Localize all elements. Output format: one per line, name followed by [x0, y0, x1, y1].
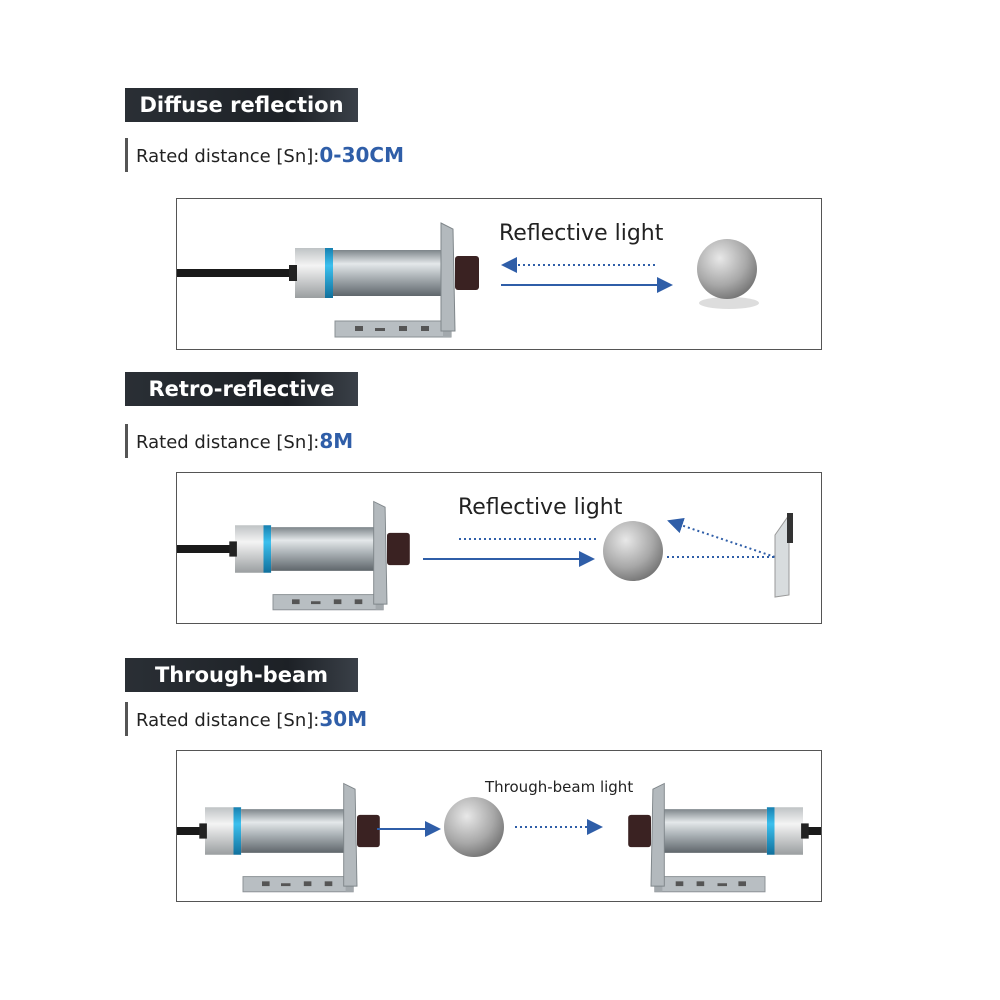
receiver-sensor-icon [627, 783, 810, 893]
cable-icon [803, 827, 821, 835]
retro-illustration [177, 501, 793, 611]
rated-label: Rated distance [Sn]: [136, 146, 320, 167]
emitter-sensor-icon [198, 783, 381, 893]
target-ball-icon [697, 239, 757, 299]
cable-icon [177, 545, 233, 553]
rated-value: 8M [319, 429, 354, 453]
target-ball-icon [444, 797, 504, 857]
section-title-diffuse: Diffuse reflection [125, 88, 358, 122]
retro-diagram: Reflective light [176, 472, 822, 624]
rated-label: Rated distance [Sn]: [136, 432, 320, 453]
rated-distance-through-beam: Rated distance [Sn]:30M [125, 702, 367, 736]
rated-value: 30M [319, 707, 368, 731]
section-title-through-beam: Through-beam [125, 658, 358, 692]
diagram-label: Through-beam light [485, 778, 634, 796]
rated-distance-retro: Rated distance [Sn]:8M [125, 424, 353, 458]
through-beam-illustration [177, 783, 821, 893]
diffuse-diagram: Reflective light [176, 198, 822, 350]
cable-icon [177, 269, 293, 277]
cable-icon [177, 827, 203, 835]
reflect-light-arrow [667, 517, 776, 558]
diagram-label: Reflective light [458, 495, 623, 520]
rated-value: 0-30CM [319, 143, 404, 167]
diagram-label: Reflective light [499, 221, 664, 246]
target-ball-icon [603, 521, 663, 581]
sensor-icon [228, 501, 411, 611]
rated-distance-diffuse: Rated distance [Sn]:0-30CM [125, 138, 404, 172]
sensor-icon [288, 222, 480, 338]
rated-label: Rated distance [Sn]: [136, 710, 320, 731]
through-beam-diagram: Through-beam light [176, 750, 822, 902]
reflector-icon [774, 513, 790, 598]
diffuse-illustration [177, 222, 759, 338]
section-title-retro: Retro-reflective [125, 372, 358, 406]
